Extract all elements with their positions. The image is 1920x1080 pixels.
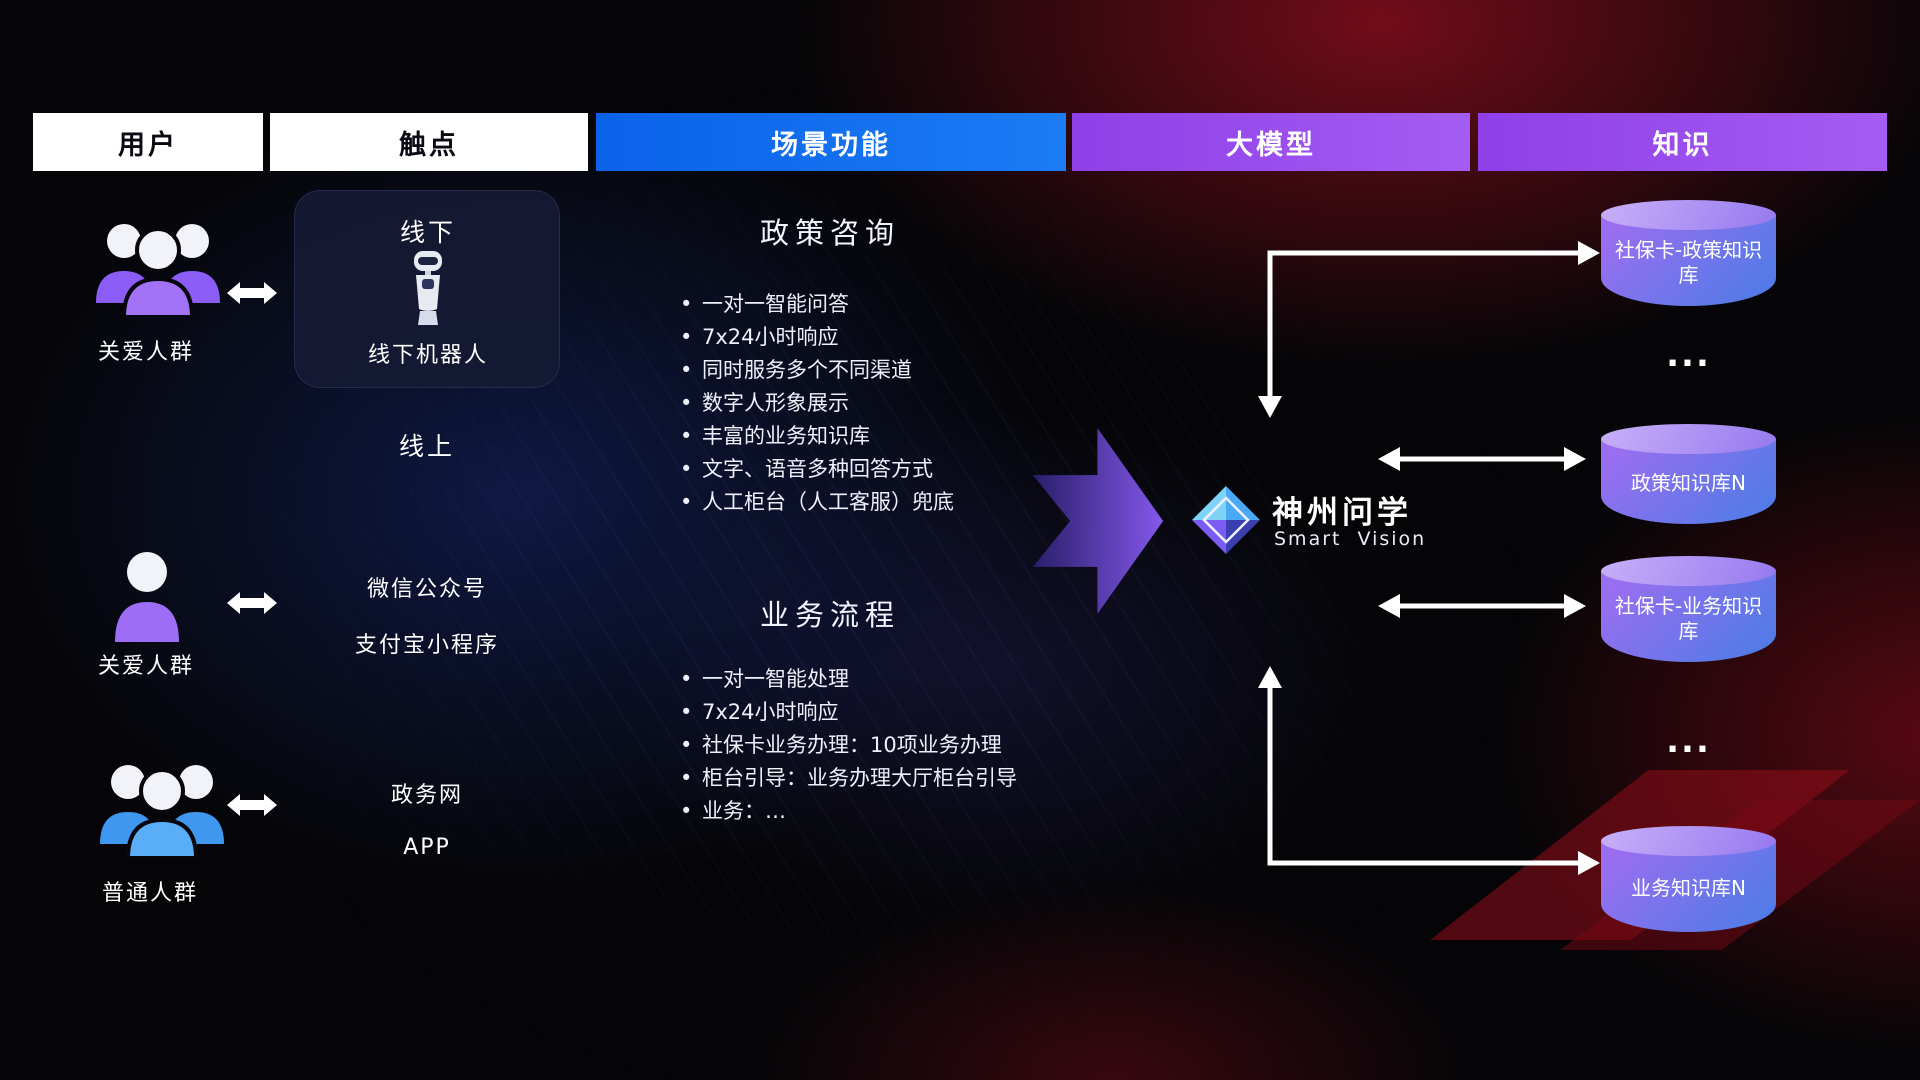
- list-item: 7x24小时响应: [678, 696, 1108, 729]
- header-label: 用户: [118, 129, 178, 161]
- touchpoint-item: 支付宝小程序: [354, 633, 499, 658]
- list-item: 文字、语音多种回答方式: [678, 453, 1108, 486]
- brand-name: 神州问学: [1272, 495, 1412, 531]
- block-arrow-icon: [1032, 428, 1164, 614]
- list-item: 7x24小时响应: [678, 321, 1108, 354]
- cylinder-top: [1601, 200, 1776, 230]
- list-item: 人工柜台（人工客服）兜底: [678, 486, 1108, 519]
- scene-title-policy: 政策咨询: [759, 216, 900, 250]
- list-item: 数字人形象展示: [678, 387, 1108, 420]
- header-label: 知识: [1652, 129, 1713, 161]
- touchpoint-item: 微信公众号: [366, 577, 487, 602]
- list-item: 同时服务多个不同渠道: [678, 354, 1108, 387]
- touchpoint-item: APP: [403, 835, 451, 860]
- ellipsis: ...: [1666, 335, 1711, 375]
- double-arrow-icon: [227, 282, 277, 304]
- header-column-scenes: 场景功能: [596, 113, 1066, 171]
- knowledge-db-policy-social: 社保卡-政策知识库: [1601, 200, 1776, 306]
- header-column-model: 大模型: [1072, 113, 1470, 171]
- knowledge-db-business-social: 社保卡-业务知识库: [1601, 556, 1776, 662]
- single-user-purple-icon: [115, 552, 179, 642]
- scene-title-business: 业务流程: [759, 598, 900, 632]
- policy-feature-list: 一对一智能问答 7x24小时响应 同时服务多个不同渠道 数字人形象展示 丰富的业…: [678, 288, 1108, 519]
- knowledge-db-business-n: 业务知识库N: [1601, 826, 1776, 932]
- header-column-touchpoints: 触点: [270, 113, 588, 171]
- cylinder-label: 社保卡-政策知识库: [1601, 215, 1776, 306]
- offline-touchpoint-card: 线下 线下机器人: [294, 190, 560, 388]
- double-arrow-icon: [227, 592, 277, 614]
- touchpoint-item: 政务网: [390, 783, 463, 808]
- list-item: 柜台引导：业务办理大厅柜台引导: [678, 762, 1108, 795]
- user-group-label: 普通人群: [101, 881, 198, 906]
- list-item: 一对一智能问答: [678, 288, 1108, 321]
- offline-title: 线下: [399, 218, 456, 247]
- brand-diamond-icon: [1192, 486, 1260, 554]
- list-item: 丰富的业务知识库: [678, 420, 1108, 453]
- group-users-blue-icon: [100, 765, 224, 858]
- list-item: 一对一智能处理: [678, 663, 1108, 696]
- list-item: 业务：…: [678, 795, 1108, 828]
- header-column-users: 用户: [33, 113, 263, 171]
- user-group-label: 关爱人群: [97, 654, 194, 679]
- header-label: 大模型: [1226, 129, 1316, 161]
- cylinder-label: 社保卡-业务知识库: [1601, 571, 1776, 662]
- user-group-label: 关爱人群: [97, 340, 194, 365]
- group-users-purple-icon: [96, 224, 220, 317]
- double-arrow-icon: [227, 794, 277, 816]
- cylinder-top: [1601, 826, 1776, 856]
- knowledge-db-policy-n: 政策知识库N: [1601, 424, 1776, 524]
- list-item: 社保卡业务办理：10项业务办理: [678, 729, 1108, 762]
- header-label: 触点: [399, 129, 459, 161]
- header-column-knowledge: 知识: [1478, 113, 1887, 171]
- robot-icon: [414, 251, 442, 325]
- brand-subtitle: Smart Vision: [1274, 528, 1427, 550]
- cylinder-top: [1601, 556, 1776, 586]
- header-label: 场景功能: [771, 129, 891, 161]
- business-feature-list: 一对一智能处理 7x24小时响应 社保卡业务办理：10项业务办理 柜台引导：业务…: [678, 663, 1108, 828]
- ellipsis: ...: [1666, 721, 1711, 761]
- offline-robot-label: 线下机器人: [367, 343, 488, 368]
- cylinder-top: [1601, 424, 1776, 454]
- online-title: 线上: [398, 432, 455, 461]
